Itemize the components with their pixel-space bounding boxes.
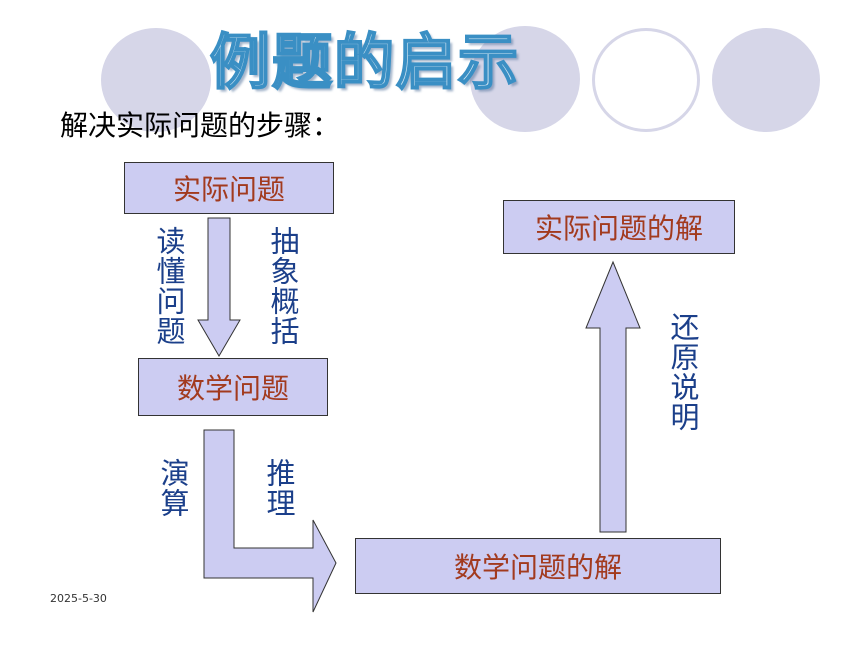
decor-circle-4: [712, 28, 820, 132]
decor-circle-2: [470, 26, 580, 132]
decor-circle-1: [101, 28, 211, 132]
steps-heading: 解决实际问题的步骤：: [60, 109, 341, 142]
label-read-understand: 读懂问题: [152, 226, 186, 346]
box-practical-solution: 实际问题的解: [503, 200, 735, 254]
slide-date: 2025-5-30: [50, 592, 107, 605]
label-abstract-summarize: 抽象概括: [266, 226, 300, 346]
box-math-problem: 数学问题: [138, 358, 328, 416]
bent-right-arrow-icon: [203, 429, 337, 613]
down-arrow-icon: [197, 217, 241, 357]
label-restore-explain: 还原说明: [666, 312, 700, 432]
box-math-solution: 数学问题的解: [355, 538, 721, 594]
label-reason: 推理: [262, 458, 296, 518]
decor-circle-3: [592, 28, 700, 132]
slide-title: 例题的启示: [209, 27, 520, 99]
box-practical-problem: 实际问题: [124, 162, 334, 214]
up-arrow-icon: [585, 260, 641, 533]
label-calculate: 演算: [156, 458, 190, 518]
